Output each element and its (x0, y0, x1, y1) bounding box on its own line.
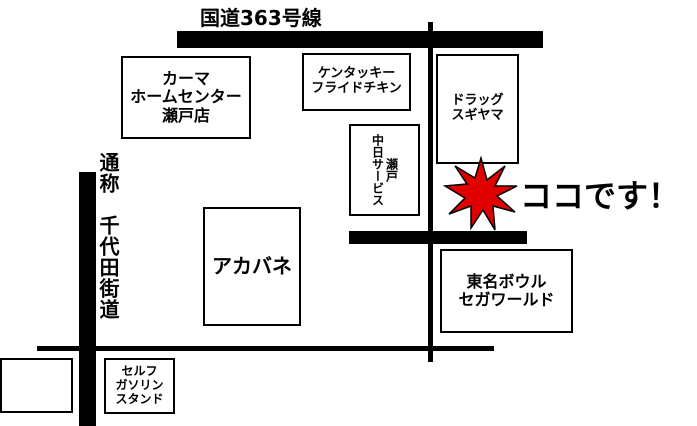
kfc-label: ケンタッキー フライドチキン (311, 66, 402, 96)
side-street-road (349, 231, 527, 244)
toumei-bowl: 東名ボウル セガワールド (440, 249, 573, 333)
self-gas-station-label: セルフ ガソリン スタンド (115, 364, 164, 406)
chiyoda-kaido-label: 通称 千代田街道 (96, 152, 120, 320)
chiyoda-kaido-road (79, 172, 96, 426)
akabane: アカバネ (203, 207, 301, 326)
karma-home-center-label: カーマ ホームセンター 瀬戸店 (130, 68, 242, 125)
karma-home-center: カーマ ホームセンター 瀬戸店 (121, 56, 251, 139)
route-363-road (177, 31, 543, 48)
vertical-road (428, 22, 433, 362)
drug-sugiyama-label: ドラッグ スギヤマ (451, 93, 504, 123)
toumei-bowl-label: 東名ボウル セガワールド (458, 271, 555, 309)
starburst-marker-icon (443, 156, 518, 231)
unnamed-building (0, 358, 73, 413)
chunichi-service-label: 瀬戸 中日サービス (370, 134, 399, 206)
drug-sugiyama: ドラッグ スギヤマ (436, 54, 519, 164)
self-gas-station: セルフ ガソリン スタンド (104, 358, 175, 414)
chunichi-service: 瀬戸 中日サービス (349, 124, 420, 216)
kfc: ケンタッキー フライドチキン (302, 53, 411, 111)
akabane-label: アカバネ (212, 254, 292, 278)
here-callout: ココです！ (520, 177, 681, 215)
bottom-road (37, 346, 494, 351)
starburst-shape (443, 156, 518, 231)
route-363-label: 国道363号線 (200, 6, 322, 30)
